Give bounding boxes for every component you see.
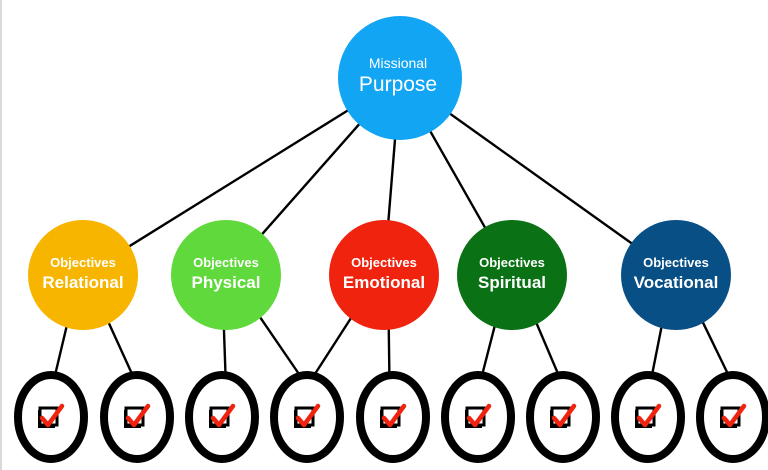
objective-circle: [329, 220, 439, 330]
objective-circle: [28, 220, 138, 330]
checked-checkbox-icon: [635, 403, 662, 428]
root-label-line1: Missional: [369, 55, 427, 71]
edge-objective-4-to-leaf-8: [701, 320, 731, 378]
leaf-task-node: [14, 371, 88, 463]
checked-checkbox-icon: [124, 403, 151, 428]
objective-label-line2: Vocational: [634, 273, 719, 292]
edge-objective-1-to-leaf-2: [222, 327, 227, 378]
leaf-circle: [14, 371, 88, 463]
leaf-task-node: [100, 371, 174, 463]
checked-checkbox-icon: [294, 403, 321, 428]
checked-checkbox-icon: [550, 403, 577, 428]
leaf-circle: [696, 371, 768, 463]
leaf-task-node: [441, 371, 515, 463]
leaf-task-node: [356, 371, 430, 463]
leaf-task-node: [696, 371, 768, 463]
objective-label-line2: Relational: [42, 273, 123, 292]
edge-objective-2-to-leaf-3: [311, 316, 353, 378]
objective-label-line1: Objectives: [479, 255, 545, 270]
edge-root-to-objective-1: [258, 120, 363, 238]
edge-objective-2-to-leaf-4: [387, 327, 391, 378]
leaf-task-node: [270, 371, 344, 463]
edge-root-to-objective-4: [446, 110, 636, 247]
edge-objective-0-to-leaf-0: [53, 325, 69, 378]
leaf-circle: [185, 371, 259, 463]
leaf-circle: [611, 371, 685, 463]
checked-checkbox-icon: [720, 403, 747, 428]
edge-root-to-objective-2: [386, 135, 397, 225]
connector-lines: [53, 107, 731, 378]
edge-root-to-objective-3: [427, 127, 488, 232]
leaf-circle: [356, 371, 430, 463]
objective-label-line2: Spiritual: [478, 273, 546, 292]
leaf-nodes: [14, 371, 768, 463]
root-circle: [338, 16, 462, 140]
objective-circle: [171, 220, 281, 330]
edge-objective-0-to-leaf-1: [107, 321, 135, 378]
objective-circle: [457, 220, 567, 330]
objective-label-line1: Objectives: [50, 255, 116, 270]
leaf-circle: [100, 371, 174, 463]
leaf-task-node: [611, 371, 685, 463]
objective-label-line2: Emotional: [343, 273, 425, 292]
leaf-circle: [526, 371, 600, 463]
checked-checkbox-icon: [209, 403, 236, 428]
edge-objective-4-to-leaf-7: [650, 325, 663, 378]
objective-label-line1: Objectives: [351, 255, 417, 270]
leaf-circle: [270, 371, 344, 463]
frame-border: [0, 0, 2, 470]
checked-checkbox-icon: [465, 403, 492, 428]
checked-checkbox-icon: [380, 403, 407, 428]
leaf-task-node: [526, 371, 600, 463]
objective-label-line1: Objectives: [643, 255, 709, 270]
checked-checkbox-icon: [38, 403, 65, 428]
objective-label-line1: Objectives: [193, 255, 259, 270]
edge-objective-3-to-leaf-6: [534, 321, 561, 378]
edge-root-to-objective-0: [125, 107, 352, 250]
root-label-line2: Purpose: [359, 73, 437, 96]
leaf-circle: [441, 371, 515, 463]
leaf-task-node: [185, 371, 259, 463]
edge-objective-3-to-leaf-5: [480, 324, 497, 378]
objective-nodes: ObjectivesRelationalObjectivesPhysicalOb…: [28, 220, 731, 330]
edge-objective-1-to-leaf-3: [258, 315, 302, 378]
root-node-missional-purpose: Missional Purpose: [338, 16, 462, 140]
objective-label-line2: Physical: [192, 273, 261, 292]
objective-circle: [621, 220, 731, 330]
